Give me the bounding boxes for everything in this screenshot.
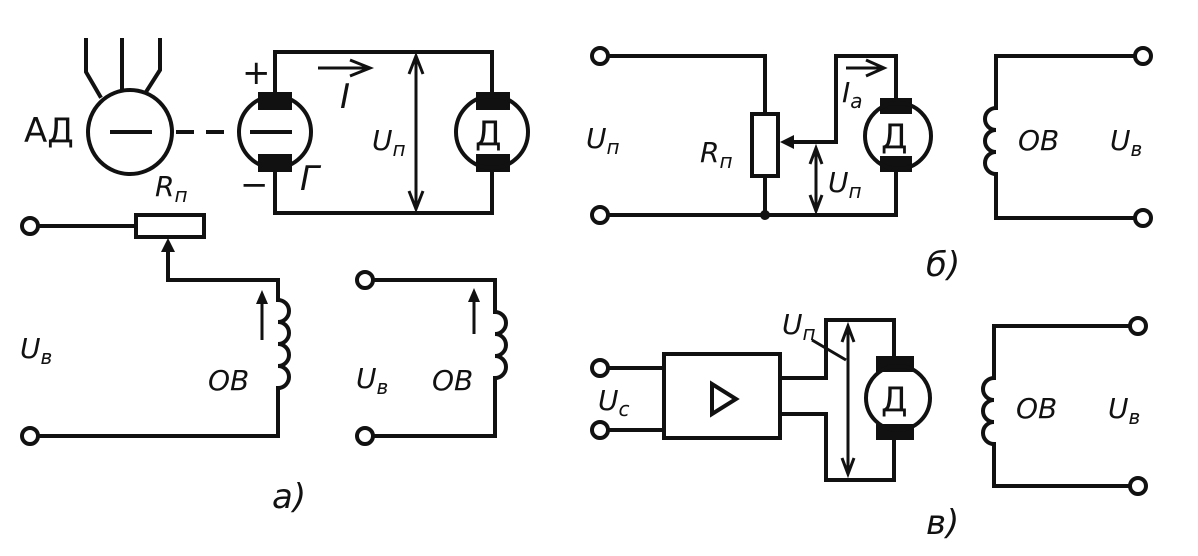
wire — [371, 376, 497, 438]
terminal — [355, 270, 375, 290]
motor — [454, 92, 530, 172]
terminal — [355, 426, 375, 446]
panel-a: АД + − Г I Uп — [20, 38, 530, 517]
terminal — [590, 420, 610, 440]
field-winding-label: ОВ — [1018, 124, 1059, 157]
field-winding — [981, 375, 997, 447]
wire — [834, 54, 898, 100]
terminal — [1133, 46, 1153, 66]
label-leader — [811, 338, 847, 362]
rheostat-slider — [161, 238, 175, 282]
panel-c: Uс Д Uп ОВ Uв в) — [590, 308, 1148, 543]
wire — [36, 386, 280, 438]
rheostat-label: Rп — [155, 170, 188, 207]
generator-label: Г — [300, 159, 322, 199]
async-motor-label: АД — [24, 111, 74, 151]
field-winding — [983, 105, 999, 177]
winding-arrow — [468, 288, 480, 334]
field-winding-label: ОВ — [432, 364, 473, 397]
amplifier — [662, 352, 782, 440]
wire — [994, 54, 1137, 110]
panel-c-label: в) — [926, 503, 959, 543]
winding-arrow — [256, 290, 268, 340]
current-arrow — [318, 58, 375, 78]
wire — [992, 442, 1132, 488]
control-voltage-label: Uс — [598, 384, 630, 421]
motor-label: Д — [881, 117, 908, 157]
field-winding — [492, 309, 508, 381]
terminal — [20, 426, 40, 446]
field-winding-label: ОВ — [208, 364, 249, 397]
armature-voltage-arrow — [808, 143, 824, 216]
wire — [994, 172, 1137, 220]
panel-b: Д Ia Uп Uп Rп ОВ Uв б) — [586, 46, 1153, 285]
terminal — [20, 216, 40, 236]
excitation-voltage-label: Uв — [1108, 392, 1140, 429]
plus-sign: + — [242, 53, 271, 93]
armature-voltage-label: Uп — [828, 166, 862, 203]
motor — [863, 98, 933, 172]
potentiometer-slider — [780, 54, 838, 149]
armature-current-label: Ia — [842, 76, 863, 113]
wire — [992, 324, 1132, 380]
armature-voltage-arrow — [407, 51, 425, 214]
armature-current-arrow — [846, 58, 888, 78]
armature-bottom-wire — [273, 170, 494, 215]
terminal — [1133, 208, 1153, 228]
rheostat — [134, 213, 206, 239]
supply-voltage-label: Uп — [586, 122, 620, 159]
async-motor — [84, 38, 174, 176]
minus-sign: − — [240, 165, 269, 205]
armature-voltage-arrow — [840, 321, 856, 479]
motor — [864, 356, 932, 440]
excitation-voltage-label: Uв — [356, 362, 388, 399]
wire — [778, 318, 896, 380]
motor-label: Д — [881, 380, 908, 420]
amplifier-triangle-icon — [710, 380, 740, 418]
wire — [606, 54, 767, 116]
field-winding-label: ОВ — [1016, 392, 1057, 425]
wire — [778, 412, 896, 482]
field-winding — [275, 297, 291, 391]
terminal — [1128, 316, 1148, 336]
motor-label: Д — [475, 114, 502, 154]
junction-dot — [760, 210, 770, 220]
panel-a-label: а) — [272, 477, 306, 517]
armature-voltage-label: Uп — [372, 124, 406, 161]
excitation-voltage-label: Uв — [1110, 124, 1142, 161]
armature-voltage-label: Uп — [782, 308, 816, 345]
potentiometer — [750, 112, 780, 178]
wire — [371, 278, 497, 314]
panel-b-label: б) — [926, 245, 960, 285]
generator — [237, 50, 313, 215]
terminal — [1128, 476, 1148, 496]
armature-top-wire — [273, 50, 494, 94]
excitation-voltage-label: Uв — [20, 332, 52, 369]
current-label: I — [340, 77, 350, 117]
terminal — [590, 205, 610, 225]
terminal — [590, 46, 610, 66]
wire — [166, 278, 280, 302]
potentiometer-label: Rп — [700, 136, 733, 173]
terminal — [590, 358, 610, 378]
